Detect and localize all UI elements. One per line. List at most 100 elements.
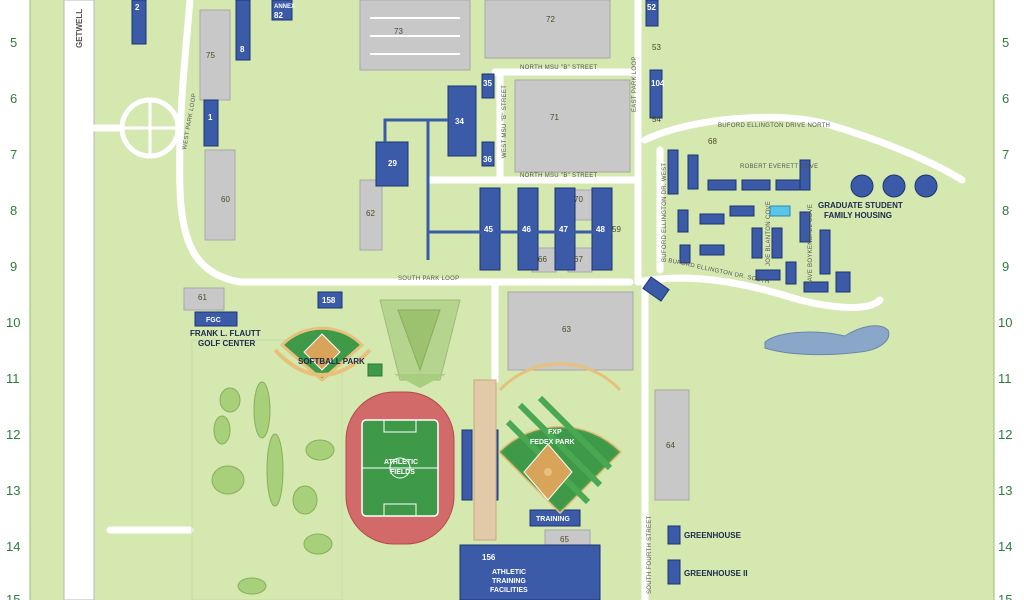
building-46	[517, 187, 539, 271]
softball-park	[273, 326, 383, 382]
west-msu-b-label: WEST MSU "B" STREET	[502, 85, 508, 158]
building-fgc	[194, 311, 238, 327]
building-48-num: 48	[596, 225, 605, 234]
building-8	[235, 0, 251, 61]
grad-unit-1	[667, 149, 679, 195]
field-top-box	[383, 419, 417, 433]
building-52	[645, 0, 659, 27]
building-156-num: 156	[482, 553, 496, 562]
parking-lots	[183, 0, 690, 549]
grad-housing	[667, 149, 938, 293]
softball-warning	[273, 348, 372, 377]
grid-left-15: 15	[6, 592, 20, 600]
building-numbers: 2 8 52 1 35 34 36 29 45 46 47 48 104 158…	[135, 3, 665, 562]
plaza-paving	[473, 379, 497, 541]
athletic-fields	[345, 391, 455, 545]
softball-dugout	[367, 363, 383, 377]
building-47-num: 47	[559, 225, 568, 234]
lot-60	[204, 149, 236, 241]
building-8-num: 8	[240, 45, 245, 54]
building-34-num: 34	[455, 117, 464, 126]
grid-right-13: 13	[998, 483, 1012, 498]
facility-labels: FGC FRANK L. FLAUTT GOLF CENTER SOFTBALL…	[190, 201, 903, 594]
grid-right-9: 9	[1002, 259, 1009, 274]
green-8	[237, 577, 267, 595]
grad-unit-2	[687, 154, 699, 190]
fxp-label: FXP	[548, 429, 562, 436]
building-158	[317, 291, 343, 309]
building-35-num: 35	[483, 79, 492, 88]
grad-unit-13	[771, 227, 783, 259]
training-label: TRAINING	[536, 516, 570, 523]
annex-num: 82	[274, 11, 283, 20]
dorm-connectors	[383, 118, 612, 260]
building-1-num: 1	[208, 113, 213, 122]
grad-unit-19	[835, 271, 851, 293]
building-36	[481, 141, 495, 167]
grid-right-12: 12	[998, 427, 1012, 442]
grid-left-6: 6	[10, 91, 17, 106]
grid-left-5: 5	[10, 35, 17, 50]
grad-round-1	[850, 174, 874, 198]
east-park-loop-label: EAST PARK LOOP	[632, 56, 638, 112]
grid-left-11: 11	[6, 371, 20, 386]
lot-63	[507, 291, 634, 371]
grad-unit-16	[755, 269, 781, 281]
grad-unit-14	[799, 211, 811, 243]
getwell-road	[63, 0, 95, 600]
grid-left-12: 12	[6, 427, 20, 442]
atf-label-1: ATHLETIC	[492, 569, 526, 576]
grad-unit-10	[679, 244, 691, 264]
grid-right-10: 10	[998, 315, 1012, 330]
building-annex	[271, 0, 293, 21]
grad-unit-6	[799, 159, 811, 191]
lot-59-num: 59	[612, 225, 621, 234]
lot-60-num: 60	[221, 195, 230, 204]
lot-62	[359, 179, 383, 251]
grad-unit-17	[785, 261, 797, 285]
softball-label: SOFTBALL PARK	[298, 357, 365, 366]
lot-72	[484, 0, 611, 59]
athletic-fields-label-1: ATHLETIC	[384, 459, 418, 466]
lot-66-num: 66	[538, 255, 547, 264]
grad-unit-9	[729, 205, 755, 217]
building-greenhouse-2	[667, 559, 681, 585]
atf-label-2: TRAINING	[492, 578, 526, 585]
grid-left-10: 10	[6, 315, 20, 330]
grid-left-8: 8	[10, 203, 17, 218]
greenhouse-2-label: GREENHOUSE II	[684, 569, 748, 578]
lot-61-num: 61	[198, 293, 207, 302]
building-training	[529, 509, 581, 527]
building-156	[459, 544, 601, 600]
lot-75	[199, 9, 231, 101]
grid-left-14: 14	[6, 539, 20, 554]
buford-west-label: BUFORD ELLINGTON DR. WEST	[662, 163, 668, 262]
building-2-num: 2	[135, 3, 140, 12]
building-48	[591, 187, 613, 271]
grad-unit-18	[803, 281, 829, 293]
building-35	[481, 73, 495, 99]
building-stands-left	[461, 429, 473, 501]
building-45	[479, 187, 501, 271]
field-bottom-box	[383, 503, 417, 517]
lot-63-num: 63	[562, 325, 571, 334]
grad-unit-11	[699, 244, 725, 256]
lot-71-num: 71	[550, 113, 559, 122]
lot-72-num: 72	[546, 15, 555, 24]
green-5	[292, 485, 318, 515]
lawn-triangle-bottom	[394, 374, 446, 388]
building-46-num: 46	[522, 225, 531, 234]
grid-right-14: 14	[998, 539, 1012, 554]
baseball-mound	[544, 468, 552, 476]
grid-right-11: 11	[998, 371, 1012, 386]
lot-73-rows	[370, 17, 460, 55]
grid-left: 5 6 7 8 9 10 11 12 13 14 15	[6, 35, 20, 600]
athletic-fields-label-2: FIELDS	[390, 469, 415, 476]
buford-south-road	[634, 274, 884, 311]
grid-left-7: 7	[10, 147, 17, 162]
grid-right-8: 8	[1002, 203, 1009, 218]
south-park-loop-label: SOUTH PARK LOOP	[398, 276, 459, 282]
buford-north-label: BUFORD ELLINGTON DRIVE NORTH	[718, 123, 830, 129]
roads	[90, 0, 966, 600]
